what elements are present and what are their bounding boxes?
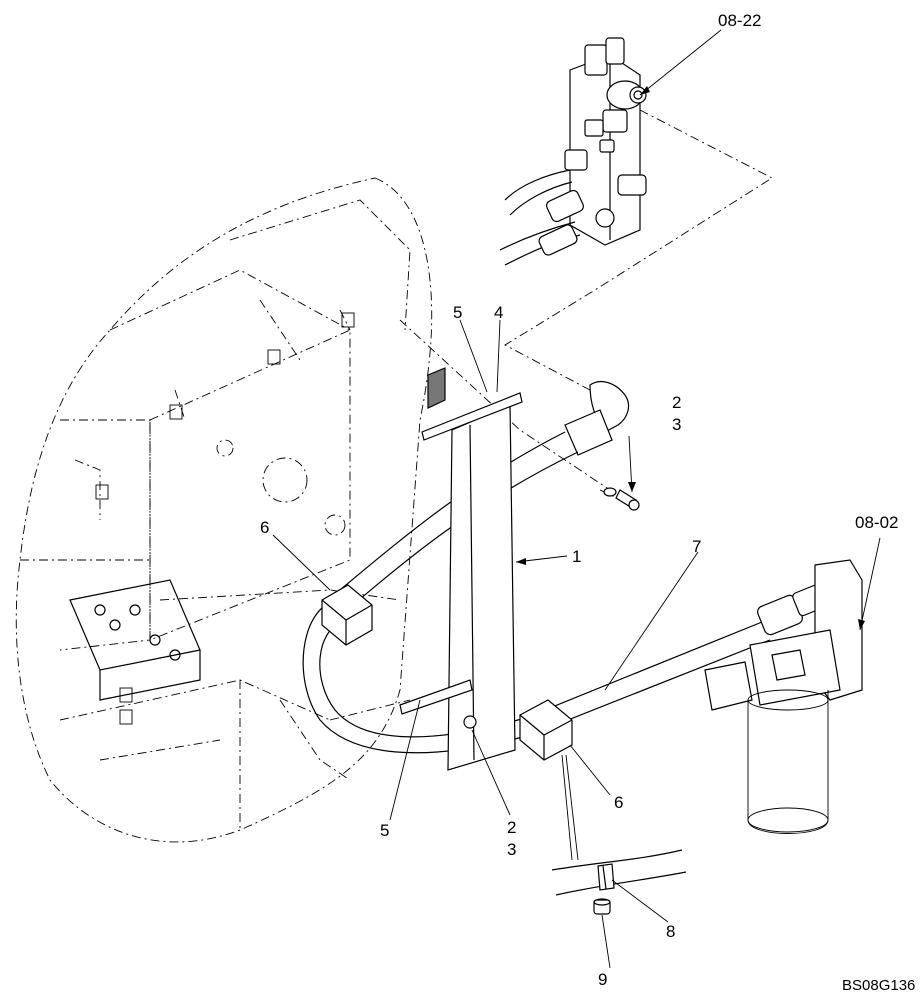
callout-item-2-top: 2 <box>672 393 681 412</box>
callout-item-3-top: 3 <box>672 415 681 434</box>
callout-item-6-right: 6 <box>614 793 623 812</box>
hose-clamp-left <box>321 584 373 646</box>
callout-arrowheads <box>516 86 865 630</box>
callout-item-8: 8 <box>666 922 675 941</box>
callout-item-6-left: 6 <box>260 518 269 537</box>
callout-leaders <box>272 29 881 969</box>
heat-shield-panel <box>399 367 523 771</box>
callout-item-3-bottom: 3 <box>507 840 516 859</box>
callout-item-2-bottom: 2 <box>507 818 516 837</box>
callout-item-9: 9 <box>598 970 607 989</box>
callout-item-5-bottom: 5 <box>380 821 389 840</box>
hose-band-detail <box>551 849 687 915</box>
callout-item-5-top: 5 <box>453 303 462 322</box>
callout-item-4: 4 <box>494 303 503 322</box>
filter-assembly <box>704 559 863 834</box>
machine-frame-outline <box>15 177 433 843</box>
lower-left-bracket <box>69 579 201 701</box>
callout-ref-08-02: 08-02 <box>855 513 898 532</box>
bolt-washer-upper <box>603 487 640 511</box>
frame-mounting-tabs <box>95 312 355 725</box>
callout-item-1: 1 <box>572 547 581 566</box>
upper-hose-elbow <box>339 381 630 613</box>
valve-block-assembly <box>499 37 647 266</box>
callout-ref-08-22: 08-22 <box>718 11 761 30</box>
drawing-code: BS08G136 <box>842 977 915 994</box>
callout-item-7: 7 <box>692 537 701 556</box>
hose-clamp-right <box>519 699 573 761</box>
